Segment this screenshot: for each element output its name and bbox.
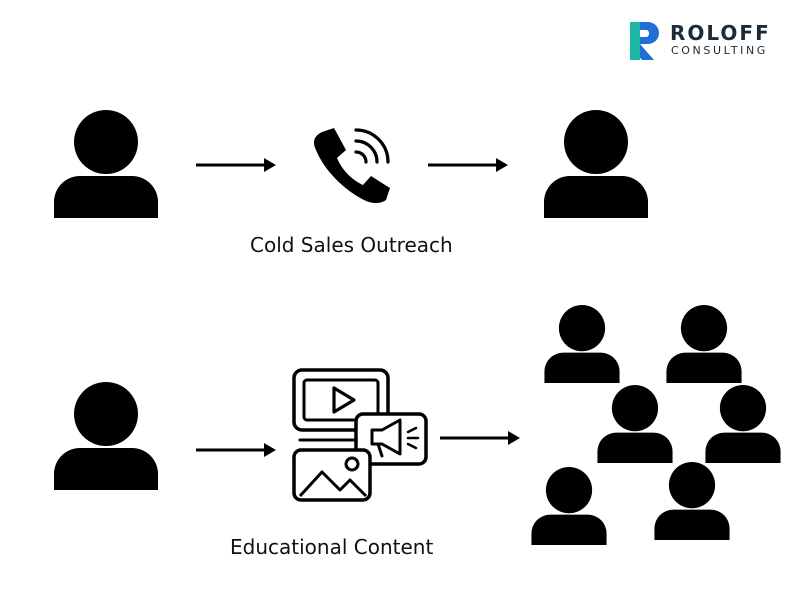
sender-person-icon (54, 110, 158, 218)
arrow-icon (196, 158, 276, 172)
audience-person-icon (531, 467, 607, 545)
media-content-icon (292, 368, 428, 502)
caption-cold-sales-outreach: Cold Sales Outreach (250, 233, 453, 257)
caption-educational-content: Educational Content (230, 535, 434, 559)
audience-person-icon (705, 385, 781, 463)
logo-name: ROLOFF (670, 21, 771, 45)
arrow-icon (440, 431, 520, 445)
arrow-icon (428, 158, 508, 172)
arrow-icon (196, 443, 276, 457)
audience-person-icon (654, 462, 730, 540)
roloff-logo-mark-icon (630, 22, 659, 60)
audience-person-icon (666, 305, 742, 383)
audience-person-icon (544, 305, 620, 383)
logo-subtitle: CONSULTING (671, 44, 768, 57)
sender-person-icon (54, 382, 158, 490)
roloff-logo: ROLOFF CONSULTING (630, 22, 790, 62)
audience-person-icon (597, 385, 673, 463)
phone-icon (314, 128, 390, 203)
recipient-person-icon (544, 110, 648, 218)
